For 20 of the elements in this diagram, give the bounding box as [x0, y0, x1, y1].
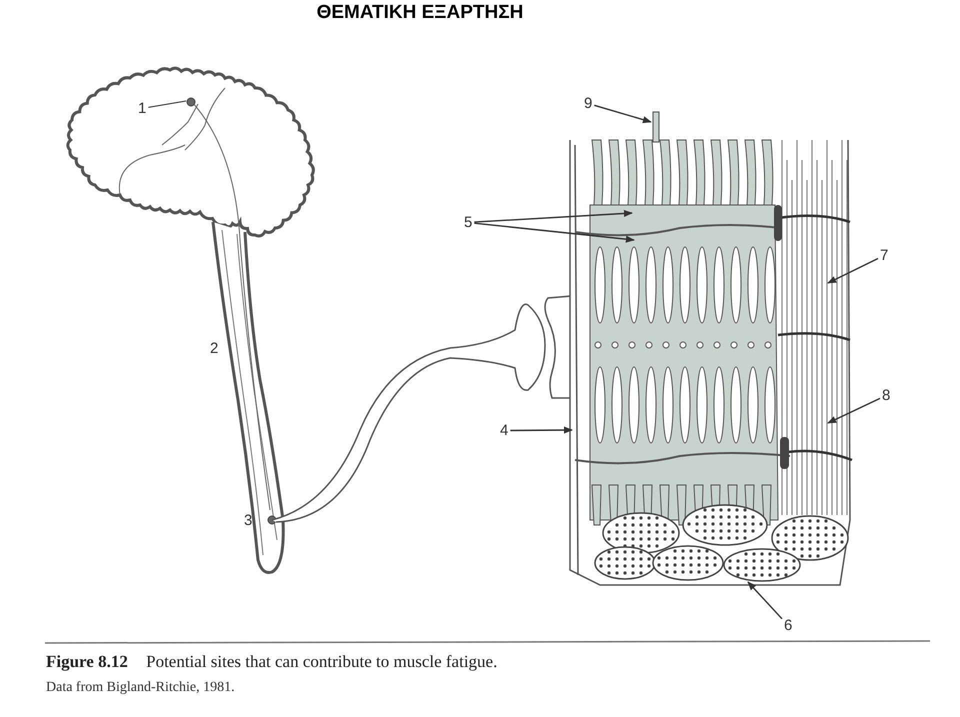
arrow — [510, 426, 573, 434]
leader-line — [148, 100, 186, 108]
arrow — [594, 104, 652, 124]
arrow — [474, 222, 635, 243]
callout-number: 7 — [880, 248, 888, 263]
callout-number: 3 — [244, 513, 252, 528]
callout-number: 1 — [138, 101, 146, 116]
arrow — [827, 258, 878, 284]
callout-number: 2 — [210, 341, 218, 356]
arrow — [747, 581, 783, 620]
arrow — [474, 210, 633, 223]
callout-number: 8 — [882, 388, 890, 403]
callout-number: 5 — [464, 215, 472, 230]
source-note: Data from Bigland-Ritchie, 1981. — [46, 680, 235, 696]
arrow — [827, 398, 880, 424]
figure-caption: Figure 8.12 Potential sites that can contribute to muscle fatigue. — [46, 652, 498, 672]
callout-number: 9 — [584, 96, 592, 111]
callout-number: 6 — [784, 618, 792, 633]
title: ΘΕΜΑΤΙΚΗ ΕΞΑΡΤΗΣΗ — [316, 2, 524, 24]
callout-number: 4 — [500, 423, 508, 438]
